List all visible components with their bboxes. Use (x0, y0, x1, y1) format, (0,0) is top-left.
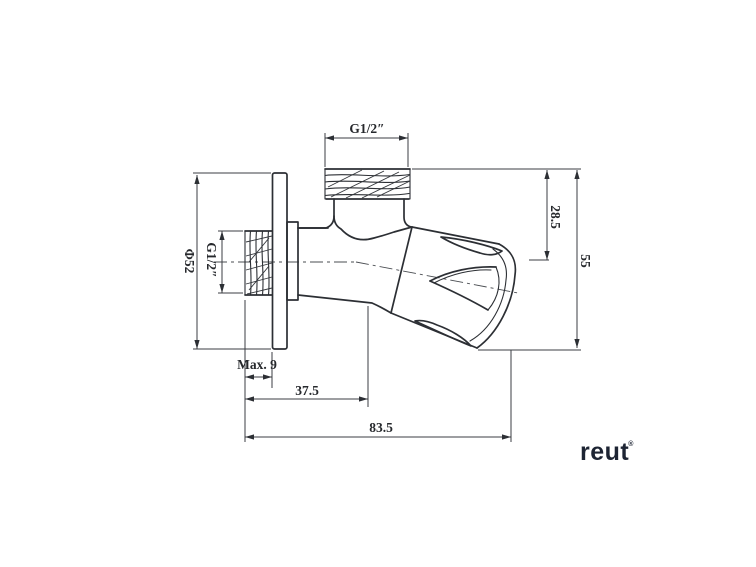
dimension-label-flange-to-outlet: 37.5 (295, 383, 319, 398)
thread-crest-line (324, 180, 411, 183)
port-right-edge (403, 198, 412, 228)
thread-hatch-line (246, 287, 273, 295)
knob-groove-bottom (414, 319, 472, 347)
thread-hatch-line (330, 170, 385, 198)
dimension-flange-diameter: Φ52 (182, 172, 271, 350)
dimension-label-top-to-axis: 28.5 (548, 205, 563, 229)
dimension-arrow (502, 434, 511, 440)
dimension-arrow (544, 170, 550, 179)
top-port (297, 168, 413, 241)
thread-crest-line (249, 230, 252, 296)
thread-hatch-line (248, 265, 270, 291)
thread-crest-line (267, 230, 270, 296)
thread-hatch-line (248, 237, 270, 263)
dimension-arrow (194, 175, 200, 184)
handle-knob (390, 226, 517, 349)
dimension-arrow (325, 135, 334, 141)
thread-hatch-line (345, 171, 400, 199)
knob-face-edge (390, 226, 413, 314)
body-bottom-edge (297, 294, 392, 314)
thread-crest-line (255, 230, 258, 296)
inlet-thread (244, 230, 273, 296)
dimension-arrow (245, 396, 254, 402)
dimension-arrow (263, 374, 272, 380)
dimension-label-thread-length: Max. 9 (237, 357, 277, 372)
knob-top-edge (411, 226, 500, 245)
thread-hatch-line (245, 235, 273, 243)
wall-flange (271, 172, 299, 350)
dimension-arrow (399, 135, 408, 141)
dimension-label-overall-length: 83.5 (369, 420, 393, 435)
valve-outline (244, 168, 517, 350)
dimension-arrow (219, 284, 225, 293)
dimension-outlet-thread: G1/2″ (324, 121, 409, 167)
flange-plate (271, 172, 288, 350)
thread-hatch-line (327, 169, 363, 188)
thread-hatch-line (245, 276, 273, 285)
dimension-arrow (245, 434, 254, 440)
dimension-label-overall-height: 55 (578, 254, 593, 268)
dimensions: G1/2″ Φ52 G1/2″ (182, 121, 593, 442)
flange-boss (286, 221, 299, 301)
thread-hatch-line (245, 262, 273, 271)
dimension-flange-to-outlet: 37.5 (245, 306, 369, 407)
dimension-arrow (245, 374, 254, 380)
port-left-edge (297, 198, 335, 229)
knob-groove-top (440, 236, 503, 256)
knob-groove-middle-inner (433, 269, 492, 284)
dimension-thread-length: Max. 9 (237, 300, 277, 442)
logo-text: reut (580, 438, 630, 466)
dimension-arrow (359, 396, 368, 402)
thread-crest-line (324, 186, 411, 190)
dimension-overall-length: 83.5 (245, 350, 512, 442)
dimension-inlet-thread: G1/2″ (204, 230, 243, 294)
knob-groove-middle-upper (429, 266, 497, 282)
knob-rim-outer-arc (476, 243, 517, 349)
knob-groove-middle-lower (429, 280, 489, 311)
knob-groove-middle-end (487, 266, 500, 311)
thread-crest-line (324, 173, 411, 177)
thread-crest-line (261, 230, 264, 296)
dimension-arrow (544, 251, 550, 260)
port-body-fillet (333, 215, 413, 241)
dimension-label-outlet-thread: G1/2″ (349, 121, 384, 136)
valve-body (297, 227, 392, 314)
dimension-label-flange-diameter: Φ52 (182, 249, 197, 274)
dimension-label-inlet-thread: G1/2″ (204, 242, 219, 277)
dimension-arrow (574, 170, 580, 179)
dimension-arrow (194, 340, 200, 349)
dimension-overall-height: 55 (478, 170, 593, 351)
thread-hatch-line (361, 174, 411, 199)
knob-rim-inner-arc (469, 248, 508, 342)
dimension-arrow (219, 231, 225, 240)
brand-logo: reut® (580, 440, 635, 465)
thread-hatch-line (245, 248, 273, 257)
dimension-top-to-axis: 28.5 (412, 168, 581, 261)
thread-hatch-line (376, 180, 411, 198)
dimension-arrow (574, 339, 580, 348)
logo-trademark-icon: ® (628, 441, 634, 448)
